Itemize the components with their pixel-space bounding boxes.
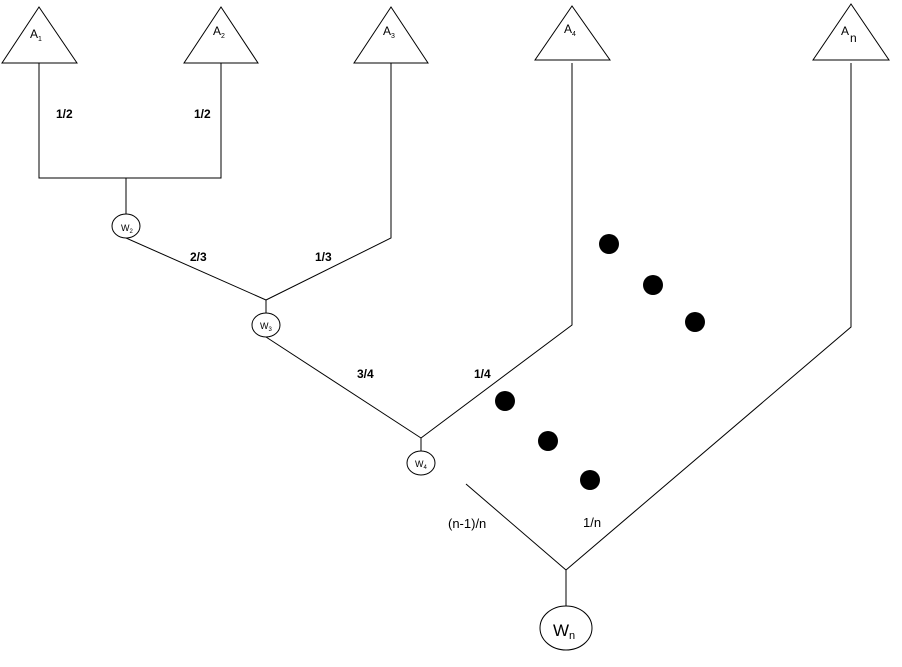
svg-text:A1: A1 xyxy=(30,27,42,43)
weight-a3: 1/3 xyxy=(315,250,332,264)
triangle-shape xyxy=(812,3,890,61)
leaf-label: A xyxy=(383,24,391,38)
node-circle xyxy=(406,450,436,476)
svg-text:A3: A3 xyxy=(383,24,395,40)
triangle-shape xyxy=(183,6,259,64)
ellipsis-dot xyxy=(538,431,558,451)
ellipsis-lower xyxy=(495,391,600,490)
edge-a4-to-w4 xyxy=(420,63,573,439)
ellipsis-dot xyxy=(599,234,619,254)
weight-w2: 2/3 xyxy=(190,250,207,264)
edges xyxy=(38,63,852,607)
node-circle xyxy=(111,213,141,239)
edge-w3-to-w4 xyxy=(265,336,422,439)
node-w3: W3 xyxy=(251,312,281,338)
node-wn: Wn xyxy=(539,605,593,651)
ellipsis-dot xyxy=(495,391,515,411)
node-circle xyxy=(251,312,281,338)
edge-a3-to-w3 xyxy=(265,63,392,301)
leaf-index: 4 xyxy=(572,31,576,38)
svg-text:A4: A4 xyxy=(564,22,576,38)
leaf-a3: A3 xyxy=(353,6,429,64)
edge-a1-a2-bracket xyxy=(38,63,222,179)
weight-labels: 1/2 1/2 2/3 1/3 3/4 1/4 (n-1)/n 1/n xyxy=(56,107,601,531)
svg-text:W2: W2 xyxy=(121,223,134,235)
edge-wprev-to-wn xyxy=(465,483,567,571)
ellipsis-upper xyxy=(599,234,705,332)
ellipsis-dot xyxy=(685,312,705,332)
node-index: 3 xyxy=(269,327,273,333)
svg-text:W3: W3 xyxy=(260,321,273,333)
triangle-shape xyxy=(534,5,611,61)
node-label: W xyxy=(553,621,569,640)
node-w2: W2 xyxy=(111,213,141,239)
weight-a1: 1/2 xyxy=(56,107,73,121)
leaf-label: A xyxy=(841,24,849,38)
weight-an: 1/n xyxy=(583,515,601,530)
leaf-label: A xyxy=(30,27,38,41)
node-label: W xyxy=(260,321,269,331)
leaf-label: A xyxy=(564,22,572,36)
weight-a4: 1/4 xyxy=(474,367,491,381)
svg-text:An: An xyxy=(841,24,857,45)
leaf-a4: A4 xyxy=(534,5,611,61)
leaf-index: 3 xyxy=(391,33,395,40)
node-index: 4 xyxy=(424,465,428,471)
leaf-a2: A2 xyxy=(183,6,259,64)
node-circle xyxy=(539,605,593,651)
node-label: W xyxy=(121,223,130,233)
leaf-an: An xyxy=(812,3,890,61)
leaf-index: 1 xyxy=(38,36,42,43)
ellipsis-dot xyxy=(643,275,663,295)
ellipsis-dot xyxy=(580,470,600,490)
node-w4: W4 xyxy=(406,450,436,476)
edge-an-to-wn xyxy=(565,63,852,571)
node-label: W xyxy=(415,459,424,469)
node-index: n xyxy=(569,630,575,642)
leaf-a1: A1 xyxy=(1,6,78,64)
svg-text:Wn: Wn xyxy=(553,621,575,642)
svg-text:W4: W4 xyxy=(415,459,428,471)
leaf-index: 2 xyxy=(221,33,225,40)
weight-w3: 3/4 xyxy=(357,367,374,381)
weight-wprev: (n-1)/n xyxy=(448,516,486,531)
node-index: 2 xyxy=(130,229,134,235)
triangle-shape xyxy=(353,6,429,64)
leaf-index: n xyxy=(850,31,857,45)
leaf-label: A xyxy=(213,24,221,38)
edge-w2-to-w3 xyxy=(125,237,267,301)
weight-a2: 1/2 xyxy=(194,107,211,121)
triangle-shape xyxy=(1,6,78,64)
svg-text:A2: A2 xyxy=(213,24,225,40)
